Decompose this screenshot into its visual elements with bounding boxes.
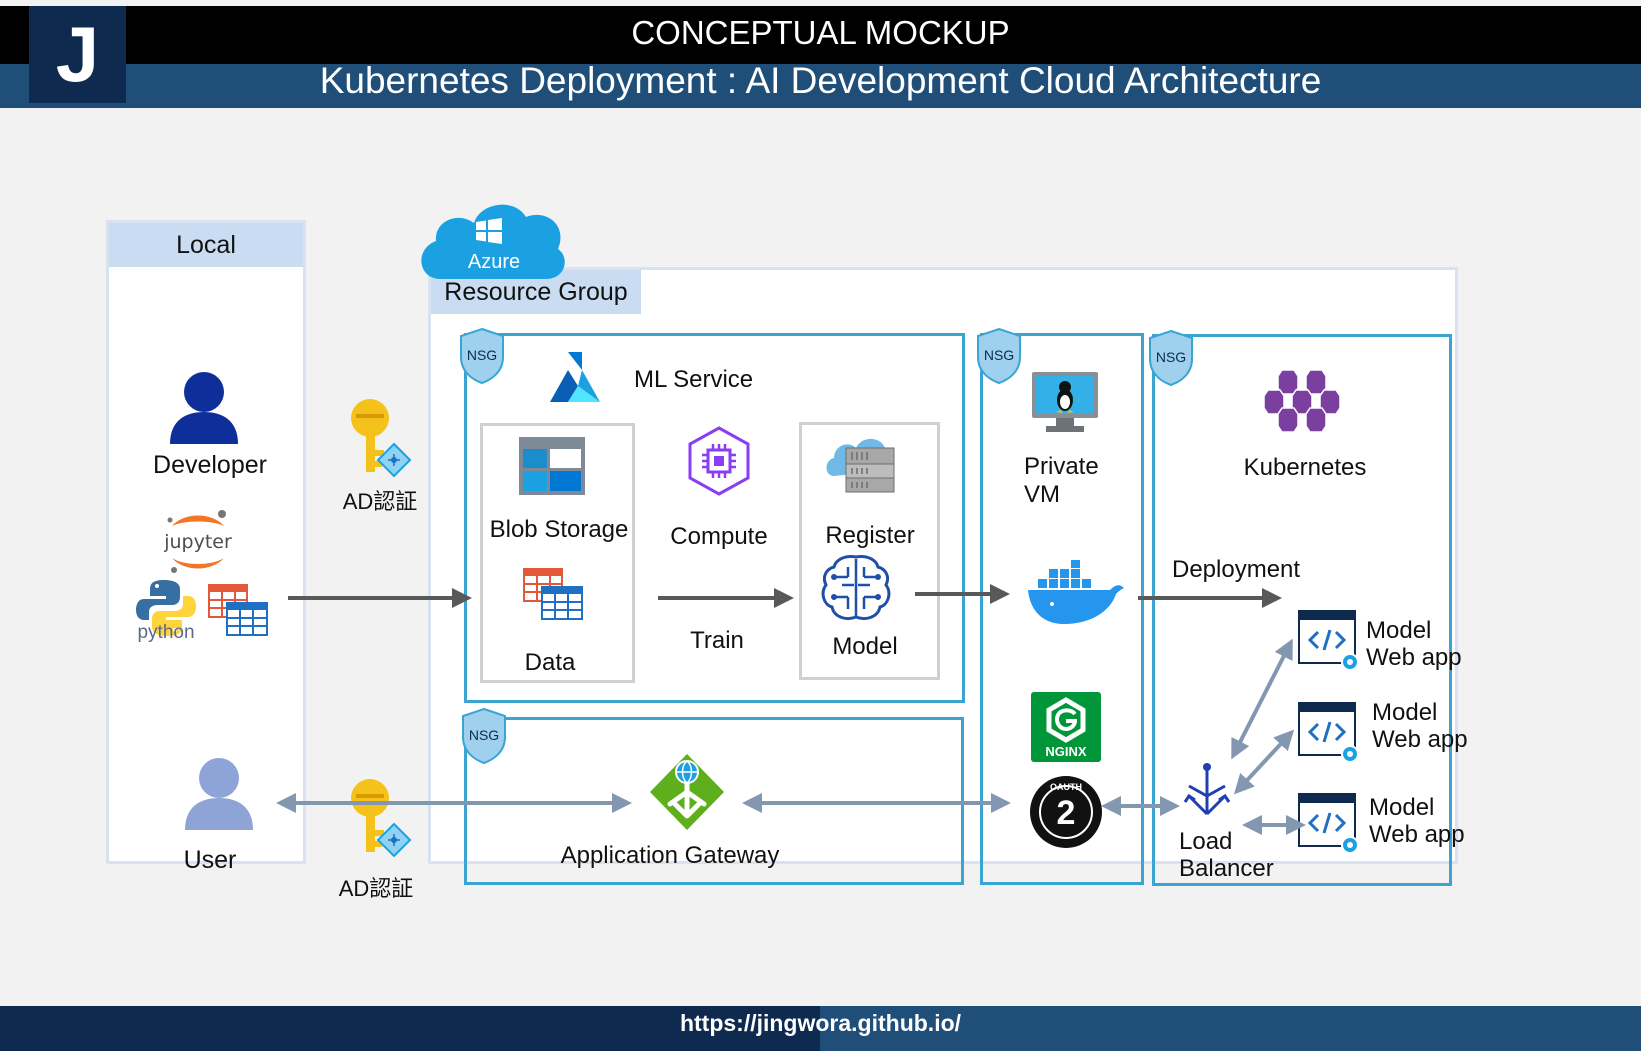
data-table-icon (523, 568, 583, 620)
ad-auth-label-bottom: AD認証 (338, 876, 414, 901)
developer-icon (170, 372, 238, 444)
azure-ml-icon (550, 352, 600, 402)
developer-label: Developer (153, 451, 267, 479)
webapp-3-line1: Model (1369, 794, 1435, 821)
docker-icon (1028, 560, 1124, 624)
webapp-icon (1298, 793, 1359, 854)
register-label: Register (825, 522, 915, 549)
model-brain-icon (821, 555, 891, 621)
oauth-label: OAUTH (1050, 782, 1082, 792)
page-title: Kubernetes Deployment : AI Development C… (319, 60, 1322, 101)
load-balancer-label-line2: Balancer (1179, 855, 1274, 882)
nsg-label: NSG (467, 347, 497, 363)
load-balancer-icon (1183, 763, 1231, 816)
kubernetes-box (1152, 334, 1452, 886)
webapp-1-line1: Model (1366, 617, 1432, 644)
logo-letter: J (55, 10, 100, 98)
footer-bar-right (820, 1006, 1641, 1051)
webapp-icon (1298, 702, 1359, 763)
nsg-shield-icon: NSG (977, 327, 1021, 385)
oauth-icon: OAUTH 2 (1030, 776, 1102, 848)
model-registry-icon (826, 438, 895, 493)
oauth-number: 2 (1057, 794, 1076, 832)
blob-storage-icon (519, 437, 585, 495)
application-gateway-icon (650, 754, 724, 830)
private-vm-label-line2: VM (1024, 481, 1060, 508)
vm-box (980, 333, 1144, 885)
ml-service-box (464, 333, 965, 703)
nsg-shield-icon: NSG (1149, 329, 1193, 387)
webapp-icon (1298, 610, 1359, 671)
header-bar (0, 6, 1641, 64)
arrow-lb-webapp-2 (1233, 729, 1295, 795)
load-balancer-label-line1: Load (1179, 828, 1233, 855)
user-icon (185, 758, 253, 830)
private-vm-label-line1: Private (1024, 453, 1099, 480)
private-vm-icon (1032, 372, 1098, 432)
data-label: Data (524, 649, 576, 676)
compute-label: Compute (670, 523, 768, 550)
nsg-shield-icon: NSG (460, 327, 504, 385)
user-label: User (183, 846, 237, 874)
compute-chip-icon (688, 426, 750, 496)
logo: J (29, 6, 126, 103)
local-tab: Local (109, 223, 303, 267)
webapp-2-line2: Web app (1372, 726, 1468, 753)
azure-label: Azure (467, 251, 521, 273)
webapp-2-line1: Model (1372, 699, 1438, 726)
local-panel (106, 220, 306, 864)
python-label: python (137, 622, 195, 643)
title-bar (0, 64, 1641, 108)
train-label: Train (690, 627, 744, 654)
application-gateway-label: Application Gateway (560, 842, 780, 869)
nsg-label: NSG (984, 347, 1014, 363)
ad-key-icon (351, 399, 412, 478)
arrow-lb-webapp-1 (1231, 638, 1293, 760)
python-icon (136, 580, 196, 636)
nsg-shield-icon: NSG (462, 707, 506, 765)
kubernetes-label: Kubernetes (1243, 454, 1367, 481)
jupyter-label: jupyter (163, 531, 232, 553)
nginx-icon: NGINX (1031, 692, 1101, 762)
webapp-3-line2: Web app (1369, 821, 1465, 848)
jupyter-icon: jupyter (163, 510, 232, 573)
model-label: Model (832, 633, 898, 660)
table-data-icon (208, 584, 268, 636)
kubernetes-icon (1263, 369, 1341, 433)
azure-cloud-icon (421, 204, 565, 279)
nsg-label: NSG (469, 727, 499, 743)
ad-auth-label-top: AD認証 (342, 489, 418, 514)
footer-url[interactable]: https://jingwora.github.io/ (679, 1010, 962, 1036)
blob-storage-label: Blob Storage (489, 516, 629, 543)
ml-service-label: ML Service (634, 366, 754, 393)
nginx-label: NGINX (1045, 744, 1087, 759)
webapp-1-line2: Web app (1366, 644, 1462, 671)
blob-storage-box (480, 423, 635, 683)
nsg-label: NSG (1156, 349, 1186, 365)
deployment-label: Deployment (1172, 556, 1301, 583)
top-title: CONCEPTUAL MOCKUP (631, 14, 1010, 51)
register-box (799, 422, 940, 680)
